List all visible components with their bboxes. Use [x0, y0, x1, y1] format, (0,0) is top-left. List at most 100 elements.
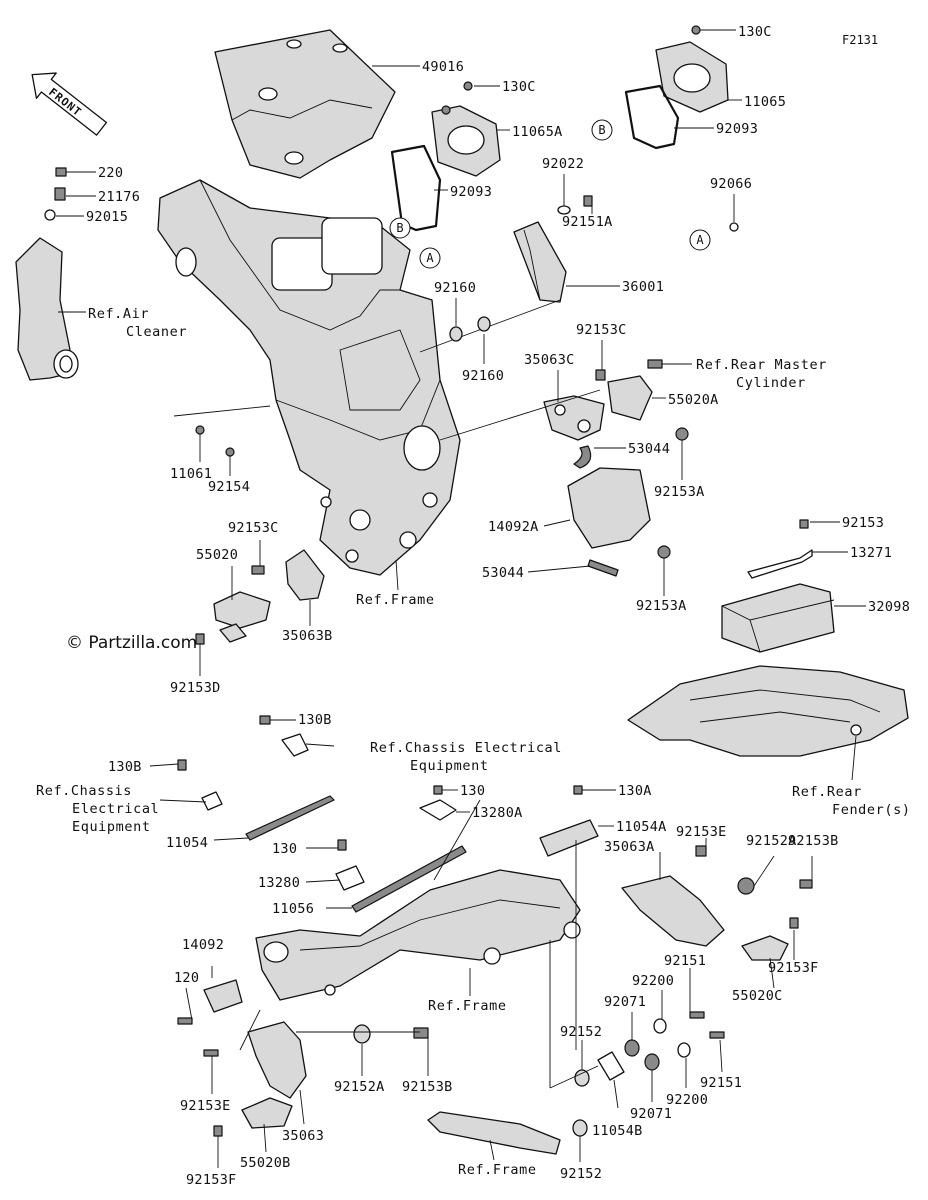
- label-32098: 32098: [868, 599, 910, 615]
- ref-rear-master-1: Ref.Rear Master: [696, 357, 827, 373]
- bar-11056: [335, 839, 467, 913]
- battery-tray-32098: [721, 583, 835, 653]
- ref-rear-fender-2: Fender(s): [832, 802, 911, 818]
- cover-11065: [655, 25, 729, 113]
- spacers-92160: [419, 299, 561, 353]
- label-92151-b: 92151: [700, 1075, 742, 1091]
- label-11056: 11056: [272, 901, 314, 917]
- footrest-55020: [213, 591, 271, 643]
- label-14092A: 14092A: [488, 519, 539, 535]
- svg-text:B: B: [598, 123, 605, 137]
- label-92153: 92153: [842, 515, 884, 531]
- clip-130B: [259, 715, 309, 757]
- spacers-92152: [572, 1069, 590, 1137]
- bar-11054: [177, 759, 335, 841]
- svg-text:A: A: [696, 233, 704, 247]
- label-13280A: 13280A: [472, 805, 523, 821]
- label-36001: 36001: [622, 279, 664, 295]
- label-130B-a: 130B: [298, 712, 332, 728]
- bracket-11054A: [539, 785, 599, 857]
- label-220: 220: [98, 165, 123, 181]
- bracket-35063A: [621, 845, 813, 947]
- label-11054: 11054: [166, 835, 208, 851]
- ref-chassis-elec-b1: Ref.Chassis: [36, 783, 132, 799]
- ref-air-cleaner-1: Ref.Air: [88, 306, 149, 322]
- front-arrow-icon: FRONT: [31, 72, 108, 136]
- label-92066: 92066: [710, 176, 752, 192]
- bracket-35063: [203, 1021, 307, 1099]
- label-92160-a: 92160: [434, 280, 476, 296]
- washer-92022: [557, 195, 593, 215]
- figure-code: F2131: [842, 33, 878, 47]
- label-120: 120: [174, 970, 199, 986]
- ref-rear-master-2: Cylinder: [736, 375, 806, 391]
- label-92071-a: 92071: [604, 994, 646, 1010]
- callout-a-left: A: [419, 247, 441, 269]
- label-130C-b: 130C: [738, 24, 772, 40]
- washers-92071-92200: [624, 1011, 725, 1071]
- label-13280: 13280: [258, 875, 300, 891]
- label-13271: 13271: [850, 545, 892, 561]
- label-21176: 21176: [98, 189, 140, 205]
- label-130B-b: 130B: [108, 759, 142, 775]
- label-35063B: 35063B: [282, 628, 333, 644]
- bracket-11054B: [597, 1051, 625, 1081]
- air-cleaner-duct: [15, 237, 79, 381]
- label-130A: 130A: [618, 783, 652, 799]
- callout-b-right: B: [591, 119, 613, 141]
- label-92160-b: 92160: [462, 368, 504, 384]
- ref-chassis-elec-a1: Ref.Chassis Electrical: [370, 740, 562, 756]
- svg-text:B: B: [396, 221, 403, 235]
- label-92093-b: 92093: [716, 121, 758, 137]
- bracket-13280A: [419, 785, 457, 821]
- leader-lines: [56, 29, 866, 1168]
- label-92200-b: 92200: [666, 1092, 708, 1108]
- tank-cover-49016: [214, 29, 396, 179]
- label-92093-a: 92093: [450, 184, 492, 200]
- cover-11065A: [431, 81, 501, 177]
- svg-text:A: A: [426, 251, 434, 265]
- label-35063: 35063: [282, 1128, 324, 1144]
- label-11061: 11061: [170, 466, 212, 482]
- label-92153F-a: 92153F: [768, 960, 819, 976]
- label-130C-a: 130C: [502, 79, 536, 95]
- small-bolts-220: [44, 167, 67, 221]
- footrest-55020C: [741, 917, 799, 961]
- ref-rear-fender-1: Ref.Rear: [792, 784, 862, 800]
- label-92152A-a: 92152A: [746, 833, 797, 849]
- label-92152-a: 92152: [560, 1024, 602, 1040]
- label-92154: 92154: [208, 479, 250, 495]
- label-92153E-b: 92153E: [180, 1098, 231, 1114]
- label-92151-a: 92151: [664, 953, 706, 969]
- label-11054B: 11054B: [592, 1123, 643, 1139]
- bracket-35063B: [195, 549, 325, 645]
- label-53044-b: 53044: [482, 565, 524, 581]
- label-55020: 55020: [196, 547, 238, 563]
- plate-36001: [513, 221, 567, 303]
- label-11065: 11065: [744, 94, 786, 110]
- ref-frame-3: Ref.Frame: [458, 1162, 537, 1178]
- label-130-b: 130: [272, 841, 297, 857]
- label-92153A-a: 92153A: [654, 484, 705, 500]
- guard-14092: [177, 979, 243, 1025]
- label-92153E-a: 92153E: [676, 824, 727, 840]
- sub-frame: [255, 869, 581, 1001]
- ref-chassis-elec-b3: Equipment: [72, 819, 151, 835]
- label-92153A-b: 92153A: [636, 598, 687, 614]
- spacer-92152A-b: [353, 1024, 429, 1044]
- bracket-35063C: [543, 369, 606, 441]
- label-35063A: 35063A: [604, 839, 655, 855]
- strap-13271: [747, 519, 813, 579]
- part-labels: 49016 130C 11065A 92093 130C 11065 92093…: [86, 24, 910, 1188]
- ref-chassis-elec-b2: Electrical: [72, 801, 159, 817]
- label-55020B: 55020B: [240, 1155, 291, 1171]
- copyright-text: © Partzilla.com: [66, 633, 197, 653]
- hose-53044-a: [573, 445, 592, 469]
- gasket-92093-b: [624, 84, 680, 150]
- rear-fender: [627, 665, 909, 757]
- lower-frame-bar: [427, 1111, 561, 1155]
- label-92200-a: 92200: [632, 973, 674, 989]
- guard-14092A: [567, 467, 651, 549]
- label-55020C: 55020C: [732, 988, 783, 1004]
